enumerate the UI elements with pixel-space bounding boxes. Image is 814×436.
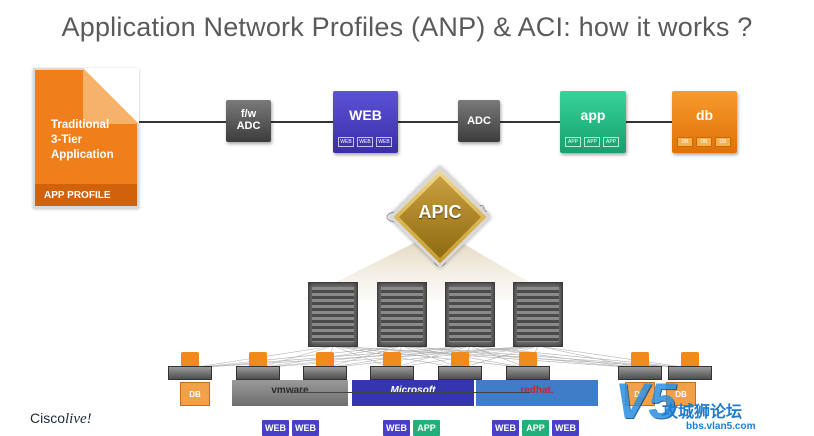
- db-server-box: DB: [625, 382, 655, 406]
- fabric-links: [189, 345, 691, 369]
- db-server-box: DB: [180, 382, 210, 406]
- watermark-url: bbs.vlan5.com: [686, 421, 756, 432]
- vm-app: APP: [413, 420, 440, 436]
- leaf-tag-icon: [181, 352, 199, 366]
- web-endpoint-chip: WEB: [338, 137, 354, 147]
- microsoft-hypervisor-band: Microsoft: [352, 380, 474, 406]
- adc-node: ADC: [458, 100, 500, 142]
- cisco-brand: Cisco: [30, 410, 66, 426]
- redhat-hypervisor-band: redhat.: [476, 380, 598, 406]
- service-chain-line: [139, 121, 699, 123]
- leaf-tag-icon: [681, 352, 699, 366]
- leaf-switch: [668, 366, 712, 380]
- leaf-switch: [618, 366, 662, 380]
- db-server-box: DB: [666, 382, 696, 406]
- spine-switch: [308, 282, 358, 347]
- app-profile-line: Traditional: [51, 119, 110, 131]
- leaf-switch: [506, 366, 550, 380]
- leaf-switch: [370, 366, 414, 380]
- watermark-logo: V5: [615, 373, 677, 429]
- spine-switch: [377, 282, 427, 347]
- app-endpoint-chip: APP: [584, 137, 600, 147]
- app-endpoint-chip: APP: [565, 137, 581, 147]
- leaf-tag-icon: [316, 352, 334, 366]
- db-endpoint-chip: DB: [677, 137, 693, 147]
- db-endpoint-chip: DB: [696, 137, 712, 147]
- spine-switch: [513, 282, 563, 347]
- leaf-tag-icon: [249, 352, 267, 366]
- vm-web: WEB: [292, 420, 319, 436]
- hypervisor-arrow: [290, 392, 530, 393]
- redhat-label: redhat.: [520, 385, 554, 396]
- app-profile-footer: APP PROFILE: [35, 184, 137, 206]
- spine-switch: [445, 282, 495, 347]
- vm-app: APP: [522, 420, 549, 436]
- app-endpoint-chip: APP: [603, 137, 619, 147]
- app-profile-text: Traditional 3-Tier Application: [51, 118, 114, 163]
- leaf-switch: [236, 366, 280, 380]
- live-brand: live!: [65, 411, 92, 427]
- leaf-tag-icon: [451, 352, 469, 366]
- fw-label: f/w: [240, 108, 257, 120]
- leaf-tag-icon: [631, 352, 649, 366]
- vm-web: WEB: [492, 420, 519, 436]
- app-profile-card: Traditional 3-Tier Application APP PROFI…: [33, 68, 139, 208]
- vmware-label: vmware: [271, 385, 309, 396]
- web-endpoint-chip: WEB: [376, 137, 392, 147]
- db-tier-node: db DB DB DB: [672, 91, 737, 153]
- app-profile-line: Application: [51, 149, 114, 161]
- vmware-hypervisor-band: vmware: [232, 380, 348, 406]
- microsoft-label: Microsoft: [390, 385, 436, 396]
- apic-label: APIC: [418, 202, 462, 222]
- slide-title: Application Network Profiles (ANP) & ACI…: [61, 12, 753, 42]
- fw-adc-label: ADC: [236, 120, 261, 132]
- app-tier-label: app: [580, 107, 606, 123]
- leaf-tag-icon: [519, 352, 537, 366]
- db-tier-label: db: [695, 107, 714, 123]
- firewall-adc-node: f/w ADC: [226, 100, 271, 142]
- web-tier-node: WEB WEB WEB WEB: [333, 91, 398, 153]
- vm-web: WEB: [262, 420, 289, 436]
- web-tier-label: WEB: [349, 107, 382, 123]
- leaf-tag-icon: [383, 352, 401, 366]
- cisco-live-logo: Ciscolive!: [30, 410, 92, 428]
- db-endpoint-chip: DB: [715, 137, 731, 147]
- app-profile-line: 3-Tier: [51, 134, 83, 146]
- page-fold-icon: [83, 68, 139, 124]
- watermark-text: 攻城狮论坛: [662, 404, 743, 421]
- apic-control-cone: [300, 230, 560, 300]
- vm-web: WEB: [552, 420, 579, 436]
- vm-web: WEB: [383, 420, 410, 436]
- app-tier-node: app APP APP APP: [560, 91, 626, 153]
- leaf-switch: [303, 366, 347, 380]
- leaf-switch: [168, 366, 212, 380]
- web-endpoint-chip: WEB: [357, 137, 373, 147]
- leaf-switch: [438, 366, 482, 380]
